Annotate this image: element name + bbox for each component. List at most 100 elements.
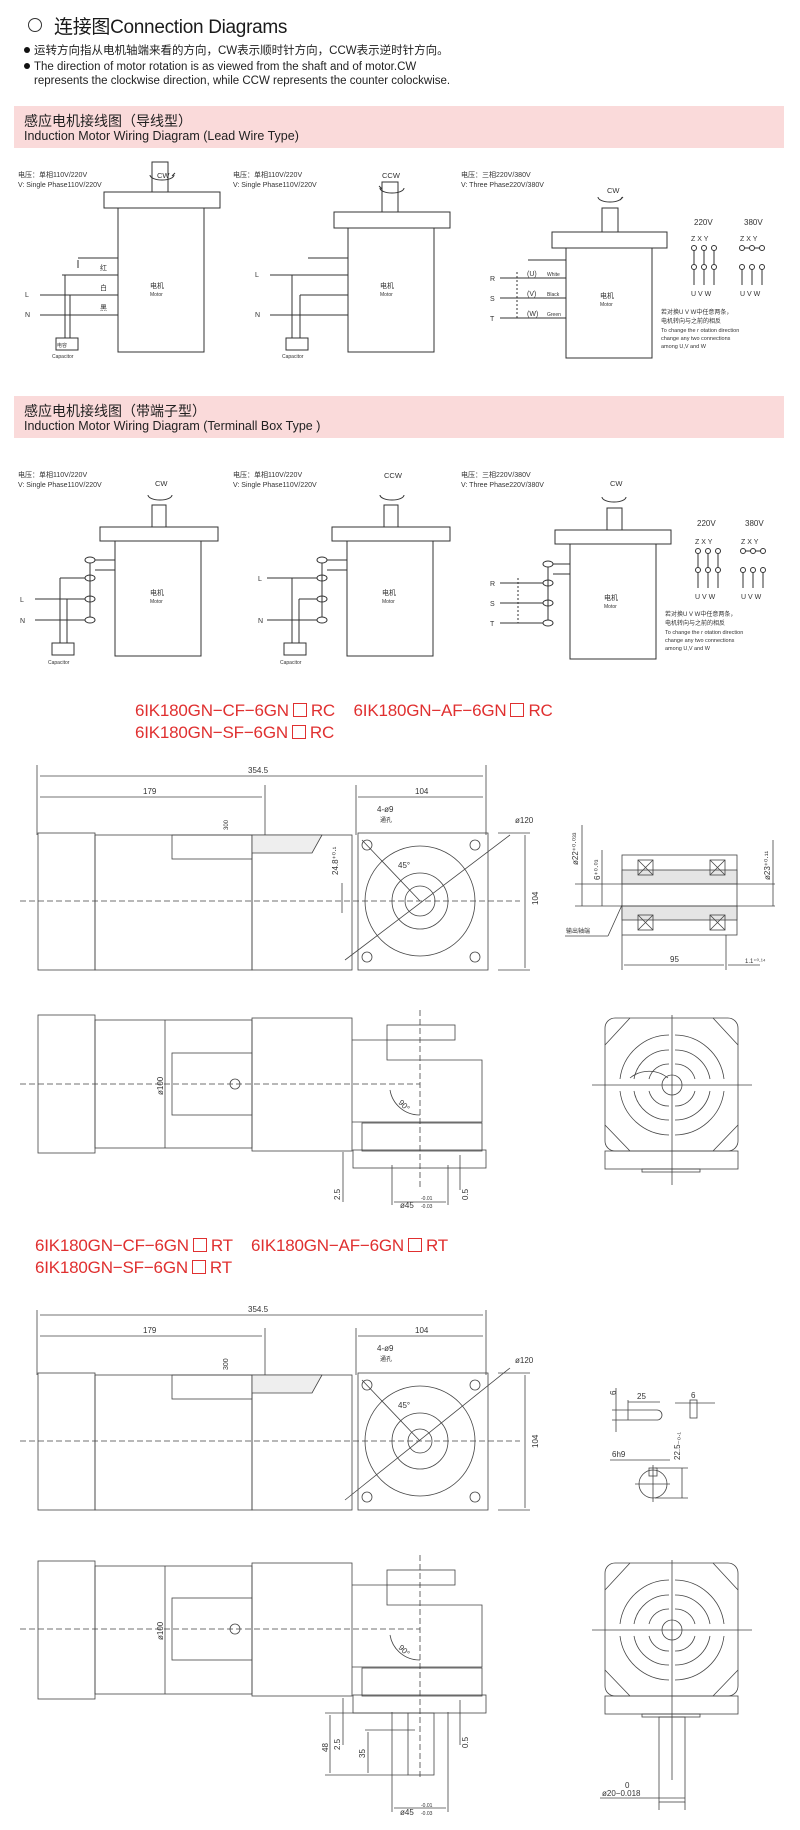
N-label: N (25, 312, 30, 319)
380v-label: 380V (745, 519, 764, 528)
lead-wire-diagrams: 电压：单相110V/220V V: Single Phase110V/220V … (18, 161, 765, 360)
square-icon (407, 1238, 422, 1252)
zxy-label: Z X Y (695, 539, 713, 546)
lead-wire-cw-diagram (40, 161, 221, 353)
motor-label-en: Motor (600, 302, 613, 308)
zxy-label: Z X Y (740, 236, 758, 243)
model-suffix: RT (210, 1236, 233, 1255)
capacitor-label-zh: 电容 (57, 342, 67, 349)
model-name: 6IK180GN−AF−6GN (353, 701, 507, 720)
model-suffix: RC (528, 701, 553, 720)
dim-pilot-depth: 0.5 (461, 1188, 470, 1200)
dim-flange-height: 104 (531, 891, 540, 905)
voltage-label-zh: 电压：单相110V/220V (18, 470, 87, 479)
terminal-ccw-diagram (267, 494, 451, 657)
model-suffix: RT (209, 1258, 232, 1277)
note-zh: 运转方向指从电机轴端来看的方向，CW表示顺时针方向，CCW表示逆时针方向。 (24, 44, 449, 58)
zxy-label: Z X Y (741, 539, 759, 546)
380v-label: 380V (744, 218, 763, 227)
model-name: 6IK180GN−CF−6GN (135, 701, 289, 720)
voltage-label-en: V: Three Phase220V/380V (461, 482, 544, 489)
note-zh-text: 运转方向指从电机轴端来看的方向，CW表示顺时针方向，CCW表示逆时针方向。 (34, 45, 449, 57)
note-en-text-1: The direction of motor rotation is as vi… (34, 61, 417, 73)
rotation-note-en: change any two connections (665, 638, 735, 644)
dim-bore-dia: ø22⁺⁰·⁰³³ (571, 832, 580, 865)
model-suffix: RC (309, 723, 335, 742)
dim-lead-length: 300 (224, 819, 230, 830)
N-label: N (258, 618, 263, 625)
model-name: 6IK180GN−SF−6GN (135, 723, 288, 742)
cw-label: CW (610, 479, 623, 488)
black-label: Black (547, 292, 560, 298)
dim-through-hole: 通孔 (380, 816, 392, 824)
section-header-lead-wire: 感应电机接线图（导线型） Induction Motor Wiring Diag… (14, 106, 784, 148)
dim-mount-holes: 4-ø9 (377, 1344, 394, 1353)
dim-flange-thickness: 2.5 (333, 1188, 342, 1200)
cw-label: CW (155, 479, 168, 488)
cw-label: CW (157, 171, 170, 180)
terminal-box-diagrams: 电压：单相110V/220V V: Single Phase110V/220V … (18, 470, 766, 666)
L-label: L (25, 292, 29, 299)
dim-keyway-width: 6⁺⁰·⁰³ (593, 859, 602, 880)
dim-key-depth: 22.5₋₀.₁ (673, 1432, 682, 1460)
voltage-label-zh: 电压：三相220V/380V (461, 170, 531, 179)
rotation-note-en: among U,V and W (661, 344, 707, 350)
T-label: T (490, 316, 495, 323)
voltage-label-zh: 电压：单相110V/220V (233, 470, 302, 479)
dim-key-length: 25 (637, 1392, 646, 1401)
uvw-label: U V W (695, 594, 716, 601)
R-label: R (490, 276, 495, 283)
rotation-note-zh: 若对换U V W中任意两条， (661, 308, 732, 316)
rt-end-view-drawing: 0 ø20−0.018 (592, 1560, 752, 1810)
motor-label-en: Motor (380, 292, 393, 298)
220v-label: 220V (694, 218, 713, 227)
motor-label-zh: 电机 (382, 588, 396, 597)
motor-label-zh: 电机 (150, 588, 164, 597)
section-title-zh: 感应电机接线图（导线型） (24, 113, 192, 129)
dim-flange-width: 104 (415, 787, 429, 796)
dim-pilot-dia: ø45 (400, 1201, 414, 1210)
dim-through-hole: 通孔 (380, 1355, 392, 1363)
note-en-text-2: represents the clockwise direction, whil… (34, 75, 451, 87)
terminal-380v (739, 245, 765, 285)
dim-body-dia: ø100 (156, 1076, 165, 1095)
circle-icon (28, 18, 42, 32)
section-title-zh: 感应电机接线图（带端子型） (24, 403, 206, 419)
dim-total-length: 354.5 (248, 766, 269, 775)
dim-total-length: 354.5 (248, 1305, 269, 1314)
capacitor-label-en: Capacitor (48, 660, 70, 666)
dim-pilot-tol: -0.03 (421, 1204, 433, 1210)
green-label: Green (547, 312, 561, 318)
dim-pilot-depth: 0.5 (461, 1736, 470, 1748)
model-name: 6IK180GN−CF−6GN (35, 1236, 189, 1255)
T-label: T (490, 621, 495, 628)
model-list-rc: 6IK180GN−CF−6GN RC 6IK180GN−AF−6GN RC 6IK1… (135, 700, 553, 744)
uvw-label: U V W (740, 291, 761, 298)
section-header-terminal-box: 感应电机接线图（带端子型） Induction Motor Wiring Dia… (14, 396, 784, 438)
rotation-note-en: among U,V and W (665, 646, 711, 652)
motor-label-en: Motor (382, 599, 395, 605)
dim-shaft-dia: ø20−0.018 (602, 1789, 641, 1798)
rotation-note-zh: 电机转向与之前的相反 (665, 619, 725, 627)
dim-angle-45: 45° (398, 861, 410, 870)
model-suffix: RT (425, 1236, 448, 1255)
L-label: L (258, 576, 262, 583)
dim-key-height: 6 (609, 1390, 618, 1395)
voltage-label-en: V: Three Phase220V/380V (461, 182, 544, 189)
model-suffix: RC (310, 701, 336, 720)
rc-top-view-drawing: 354.5 179 104 4-ø9 通孔 ø120 45° 104 24.8⁺… (20, 765, 540, 971)
rc-side-view-drawing: ø100 90° 2.5 0.5 ø45 -0.01 -0.03 (20, 1010, 487, 1210)
square-icon (291, 725, 306, 739)
V-label: (V) (527, 291, 536, 298)
dim-pilot-dia: ø45 (400, 1808, 414, 1817)
rotation-note-en: To change the r otation direction (661, 328, 739, 334)
dim-mount-holes: 4-ø9 (377, 805, 394, 814)
dim-flange-width: 104 (415, 1326, 429, 1335)
terminal-220v (691, 245, 717, 285)
voltage-label-en: V: Single Phase110V/220V (233, 182, 317, 189)
dim-flange-thickness: 2.5 (333, 1738, 342, 1750)
output-shaft-label: 输出轴端 (566, 927, 590, 935)
section-title-en: Induction Motor Wiring Diagram (Lead Wir… (24, 129, 299, 143)
dim-shaft-length: 95 (670, 955, 679, 964)
